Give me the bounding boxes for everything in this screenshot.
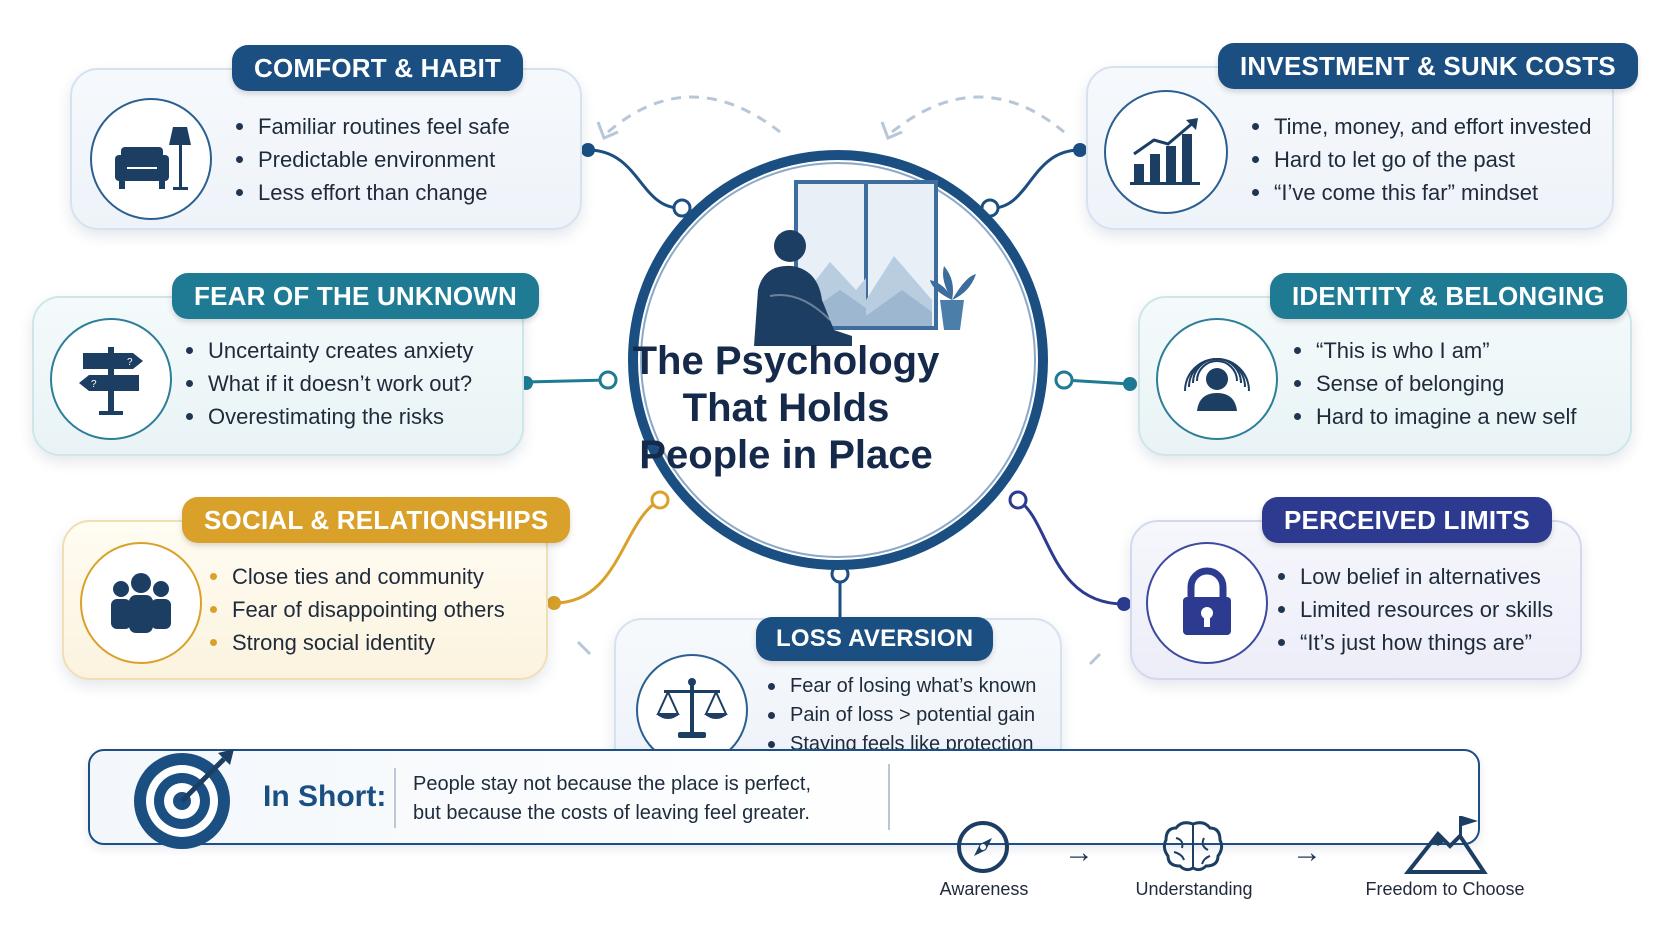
list-item: “I’ve come this far” mindset bbox=[1250, 176, 1592, 209]
summary-text: People stay not because the place is per… bbox=[413, 770, 811, 828]
connector-ring bbox=[650, 490, 670, 510]
bullet-list: Close ties and community Fear of disappo… bbox=[208, 560, 505, 659]
bullet-list: Time, money, and effort invested Hard to… bbox=[1250, 110, 1592, 209]
bullet-list: Fear of losing what’s known Pain of loss… bbox=[766, 672, 1036, 759]
connector-limits bbox=[1017, 498, 1125, 606]
connector-ring bbox=[1008, 490, 1028, 510]
page-title: The Psychology That Holds People in Plac… bbox=[632, 339, 940, 477]
card-perceived-limits: PERCEIVED LIMITS Low belief in alternati… bbox=[1130, 497, 1582, 680]
signpost-icon: ? ? bbox=[50, 318, 172, 440]
card-heading: LOSS AVERSION bbox=[756, 617, 994, 661]
bullet-list: Familiar routines feel safe Predictable … bbox=[234, 110, 510, 209]
summary-line: but because the costs of leaving feel gr… bbox=[413, 802, 810, 824]
list-item: Sense of belonging bbox=[1292, 367, 1576, 400]
connector-dot bbox=[547, 596, 561, 610]
card-fear-unknown: FEAR OF THE UNKNOWN ? ? Uncertainty crea… bbox=[32, 273, 539, 456]
connector-investment bbox=[989, 148, 1081, 210]
mountain-flag-icon bbox=[1403, 812, 1488, 876]
growth-chart-icon bbox=[1104, 90, 1228, 214]
card-identity-belonging: IDENTITY & BELONGING “This is who I am” … bbox=[1138, 273, 1632, 456]
list-item: Pain of loss > potential gain bbox=[766, 701, 1036, 730]
card-heading: SOCIAL & RELATIONSHIPS bbox=[182, 497, 571, 543]
brain-icon bbox=[1160, 818, 1226, 876]
divider bbox=[888, 764, 890, 830]
connector-ring bbox=[830, 564, 850, 584]
step-understanding: Understanding bbox=[1135, 879, 1253, 899]
list-item: Low belief in alternatives bbox=[1276, 560, 1553, 593]
summary-label: In Short: bbox=[263, 780, 387, 813]
balance-scale-icon bbox=[636, 654, 748, 766]
connector-ring bbox=[980, 198, 1000, 218]
list-item: What if it doesn’t work out? bbox=[184, 367, 473, 400]
list-item: Hard to let go of the past bbox=[1250, 143, 1592, 176]
card-comfort-habit: COMFORT & HABIT Familiar routines feel s… bbox=[70, 45, 582, 230]
compass-icon bbox=[954, 818, 1012, 876]
armchair-lamp-icon bbox=[90, 98, 212, 220]
connector-fear bbox=[525, 378, 609, 384]
dashed-arrow-right-head bbox=[880, 121, 903, 140]
connector-ring bbox=[1054, 370, 1074, 390]
fingerprint-person-icon bbox=[1156, 318, 1278, 440]
step-awareness: Awareness bbox=[939, 879, 1029, 899]
list-item: Fear of disappointing others bbox=[208, 593, 505, 626]
connector-comfort bbox=[587, 148, 683, 210]
card-investment-sunk-costs: INVESTMENT & SUNK COSTS Time, money, and… bbox=[1086, 43, 1638, 230]
tick-left bbox=[576, 640, 592, 656]
bullet-list: “This is who I am” Sense of belonging Ha… bbox=[1292, 334, 1576, 433]
window-scene-icon bbox=[754, 180, 976, 346]
connector-dot bbox=[1117, 597, 1131, 611]
card-social-relationships: SOCIAL & RELATIONSHIPS Close ties and co… bbox=[62, 497, 571, 680]
connector-ring bbox=[672, 198, 692, 218]
bullet-list: Low belief in alternatives Limited resou… bbox=[1276, 560, 1553, 659]
divider bbox=[394, 768, 396, 828]
list-item: Predictable environment bbox=[234, 143, 510, 176]
list-item: Close ties and community bbox=[208, 560, 505, 593]
bullet-list: Uncertainty creates anxiety What if it d… bbox=[184, 334, 473, 433]
dashed-arrow-left-head bbox=[596, 121, 619, 140]
card-heading: PERCEIVED LIMITS bbox=[1262, 497, 1552, 543]
arrow-right-icon: → bbox=[1292, 836, 1322, 869]
list-item: Overestimating the risks bbox=[184, 400, 473, 433]
dashed-arrow-left bbox=[607, 95, 781, 134]
padlock-icon bbox=[1146, 542, 1268, 664]
list-item: Time, money, and effort invested bbox=[1250, 110, 1592, 143]
arrow-right-icon: → bbox=[1064, 836, 1094, 869]
summary-bar bbox=[88, 749, 1480, 845]
people-group-icon bbox=[80, 542, 202, 664]
connector-identity bbox=[1063, 378, 1131, 386]
svg-text:?: ? bbox=[127, 357, 133, 368]
list-item: Less effort than change bbox=[234, 176, 510, 209]
list-item: “It’s just how things are” bbox=[1276, 626, 1553, 659]
list-item: Uncertainty creates anxiety bbox=[184, 334, 473, 367]
list-item: Hard to imagine a new self bbox=[1292, 400, 1576, 433]
target-arrow-icon bbox=[130, 745, 238, 853]
svg-text:?: ? bbox=[91, 379, 97, 390]
tick-right bbox=[1088, 652, 1102, 666]
connector-dot bbox=[1073, 143, 1087, 157]
dashed-arrow-right bbox=[891, 95, 1065, 134]
list-item: “This is who I am” bbox=[1292, 334, 1576, 367]
list-item: Limited resources or skills bbox=[1276, 593, 1553, 626]
connector-dot bbox=[1123, 377, 1137, 391]
connector-dot bbox=[581, 143, 595, 157]
list-item: Familiar routines feel safe bbox=[234, 110, 510, 143]
summary-line: People stay not because the place is per… bbox=[413, 773, 812, 795]
card-heading: COMFORT & HABIT bbox=[232, 45, 524, 91]
step-freedom-to-choose: Freedom to Choose bbox=[1365, 879, 1525, 899]
card-heading: FEAR OF THE UNKNOWN bbox=[172, 273, 539, 319]
card-heading: INVESTMENT & SUNK COSTS bbox=[1218, 43, 1638, 89]
list-item: Fear of losing what’s known bbox=[766, 672, 1036, 701]
list-item: Strong social identity bbox=[208, 626, 505, 659]
card-heading: IDENTITY & BELONGING bbox=[1270, 273, 1627, 319]
